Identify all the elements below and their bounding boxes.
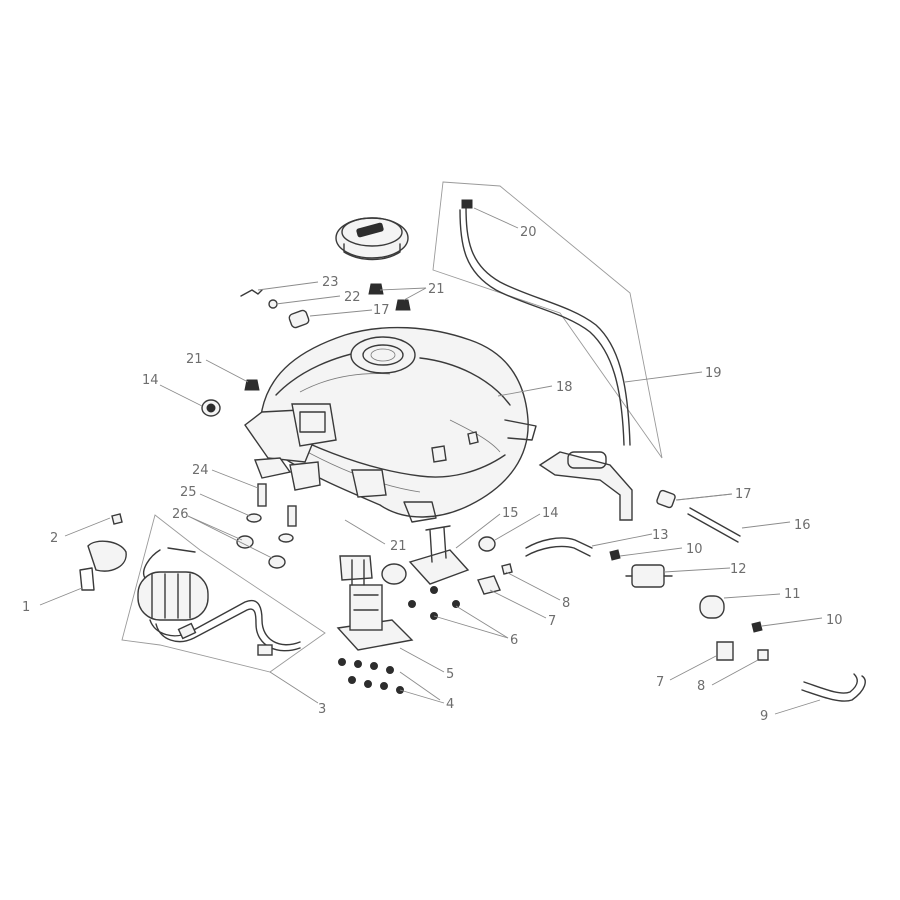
callout-4: 4: [446, 697, 454, 712]
callout-6: 6: [510, 633, 518, 648]
callout-10-lower: 10: [826, 613, 843, 628]
left-grommets: [201, 379, 260, 417]
fuel-sender: [408, 525, 470, 585]
breather-hose: [459, 199, 631, 446]
fuel-filter: [631, 564, 665, 588]
callout-7-upper: 7: [548, 614, 556, 629]
callout-2: 2: [50, 531, 58, 546]
callout-21-left: 21: [186, 352, 203, 367]
pump-nuts: [338, 658, 404, 694]
tank-bracket: [538, 451, 633, 521]
callout-18: 18: [556, 380, 573, 395]
callout-8-upper: 8: [562, 596, 570, 611]
callout-labels: 1 2 3 4 5 6 7 7 8 8 9 10 10 11 12 13 14 …: [22, 225, 843, 724]
callout-8-lower: 8: [697, 679, 705, 694]
hose-clip: [461, 199, 473, 209]
leader-lines: [39, 207, 823, 715]
callout-17-lower: 17: [735, 487, 752, 502]
callout-24: 24: [192, 463, 209, 478]
callout-12: 12: [730, 562, 747, 577]
fuel-line-parts: [477, 451, 866, 702]
callout-21-bottom: 21: [390, 539, 407, 554]
fuel-tank-filler-neck: [350, 336, 416, 374]
callout-20: 20: [520, 225, 537, 240]
callout-14-right: 14: [542, 506, 559, 521]
callout-16: 16: [794, 518, 811, 533]
callout-10-upper: 10: [686, 542, 703, 557]
callout-5: 5: [446, 667, 454, 682]
callout-26: 26: [172, 507, 189, 522]
callout-7-lower: 7: [656, 675, 664, 690]
fuel-cap: [335, 217, 409, 261]
sender-nuts: [408, 586, 460, 620]
callout-21-top: 21: [428, 282, 445, 297]
canister-assembly: [137, 547, 301, 656]
callout-9: 9: [760, 709, 768, 724]
canister-bracket: [79, 513, 127, 591]
callout-13: 13: [652, 528, 669, 543]
callout-11: 11: [784, 587, 801, 602]
callout-25: 25: [180, 485, 197, 500]
callout-23: 23: [322, 275, 339, 290]
callout-22: 22: [344, 290, 361, 305]
cap-hardware: [240, 283, 411, 329]
callout-1: 1: [22, 600, 30, 615]
callout-19: 19: [705, 366, 722, 381]
callout-17-upper: 17: [373, 303, 390, 318]
callout-15: 15: [502, 506, 519, 521]
grommet-14b: [478, 536, 496, 552]
fuel-tank: [244, 326, 537, 523]
mount-bolts: [236, 483, 297, 569]
callout-14-left: 14: [142, 373, 159, 388]
callout-3: 3: [318, 702, 326, 717]
fuel-pump: [336, 555, 414, 651]
hose-group-outline: [432, 181, 663, 459]
